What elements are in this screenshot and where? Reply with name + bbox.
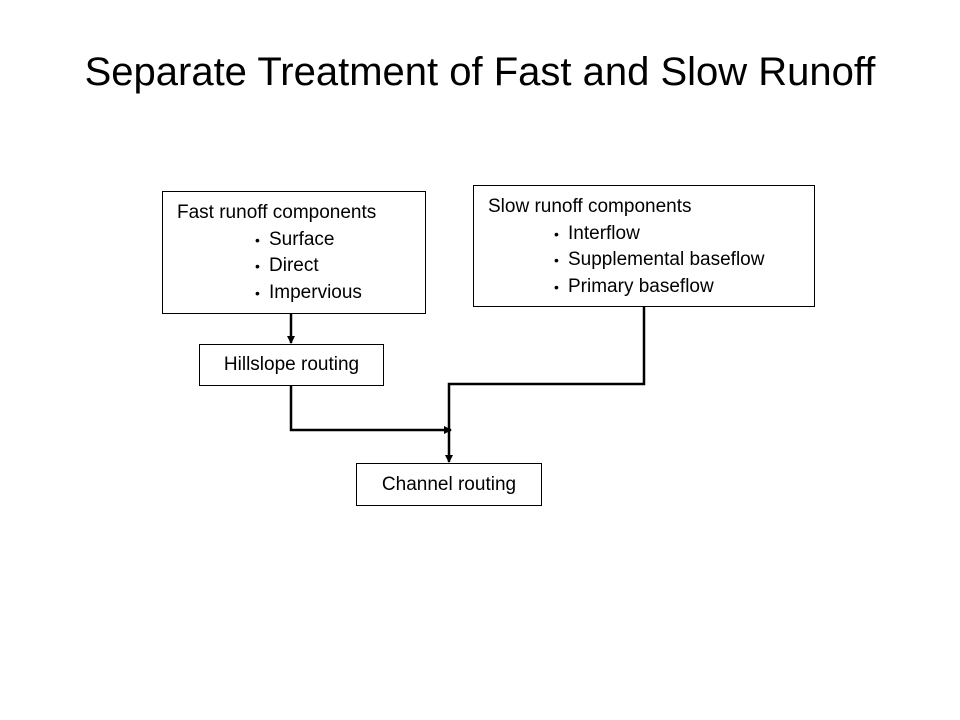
list-item-label: Primary baseflow <box>568 275 714 297</box>
slow-runoff-box: Slow runoff components • Interflow • Suppl… <box>473 185 815 307</box>
arrow-slow-to-channel <box>445 307 646 463</box>
slow-runoff-list: • Interflow • Supplemental baseflow • Prima… <box>488 221 814 301</box>
list-item-label: Supplemental baseflow <box>568 249 765 270</box>
list-item: • Direct <box>255 253 425 280</box>
fast-runoff-heading: Fast runoff components <box>177 202 377 223</box>
page-title: Separate Treatment of Fast and Slow Runo… <box>84 50 876 94</box>
bullet-icon: • <box>255 231 260 248</box>
fast-runoff-box: Fast runoff components • Surface • Direct … <box>162 191 426 314</box>
list-item-label: Impervious <box>269 281 362 303</box>
hillslope-routing-label: Hillslope routing <box>223 354 360 375</box>
list-item: • Supplemental baseflow <box>554 247 814 274</box>
bullet-icon: • <box>554 252 559 268</box>
fast-runoff-list: • Surface • Direct • Impervious <box>177 227 425 307</box>
bullet-icon: • <box>255 258 260 274</box>
list-item: • Impervious <box>255 280 425 307</box>
bullet-icon: • <box>554 225 559 242</box>
list-item: • Interflow <box>554 221 814 248</box>
list-item-label: Direct <box>269 255 319 276</box>
list-item-label: Surface <box>269 228 335 250</box>
list-item: • Primary baseflow <box>554 274 814 301</box>
arrow-hillslope-to-junction <box>289 386 452 434</box>
channel-routing-box: Channel routing <box>356 463 542 506</box>
channel-routing-label: Channel routing <box>381 474 517 495</box>
hillslope-routing-box: Hillslope routing <box>199 344 384 386</box>
bullet-icon: • <box>255 284 260 301</box>
slow-runoff-heading: Slow runoff components <box>488 196 692 217</box>
bullet-icon: • <box>554 278 559 295</box>
list-item-label: Interflow <box>568 222 640 244</box>
list-item: • Surface <box>255 227 425 254</box>
